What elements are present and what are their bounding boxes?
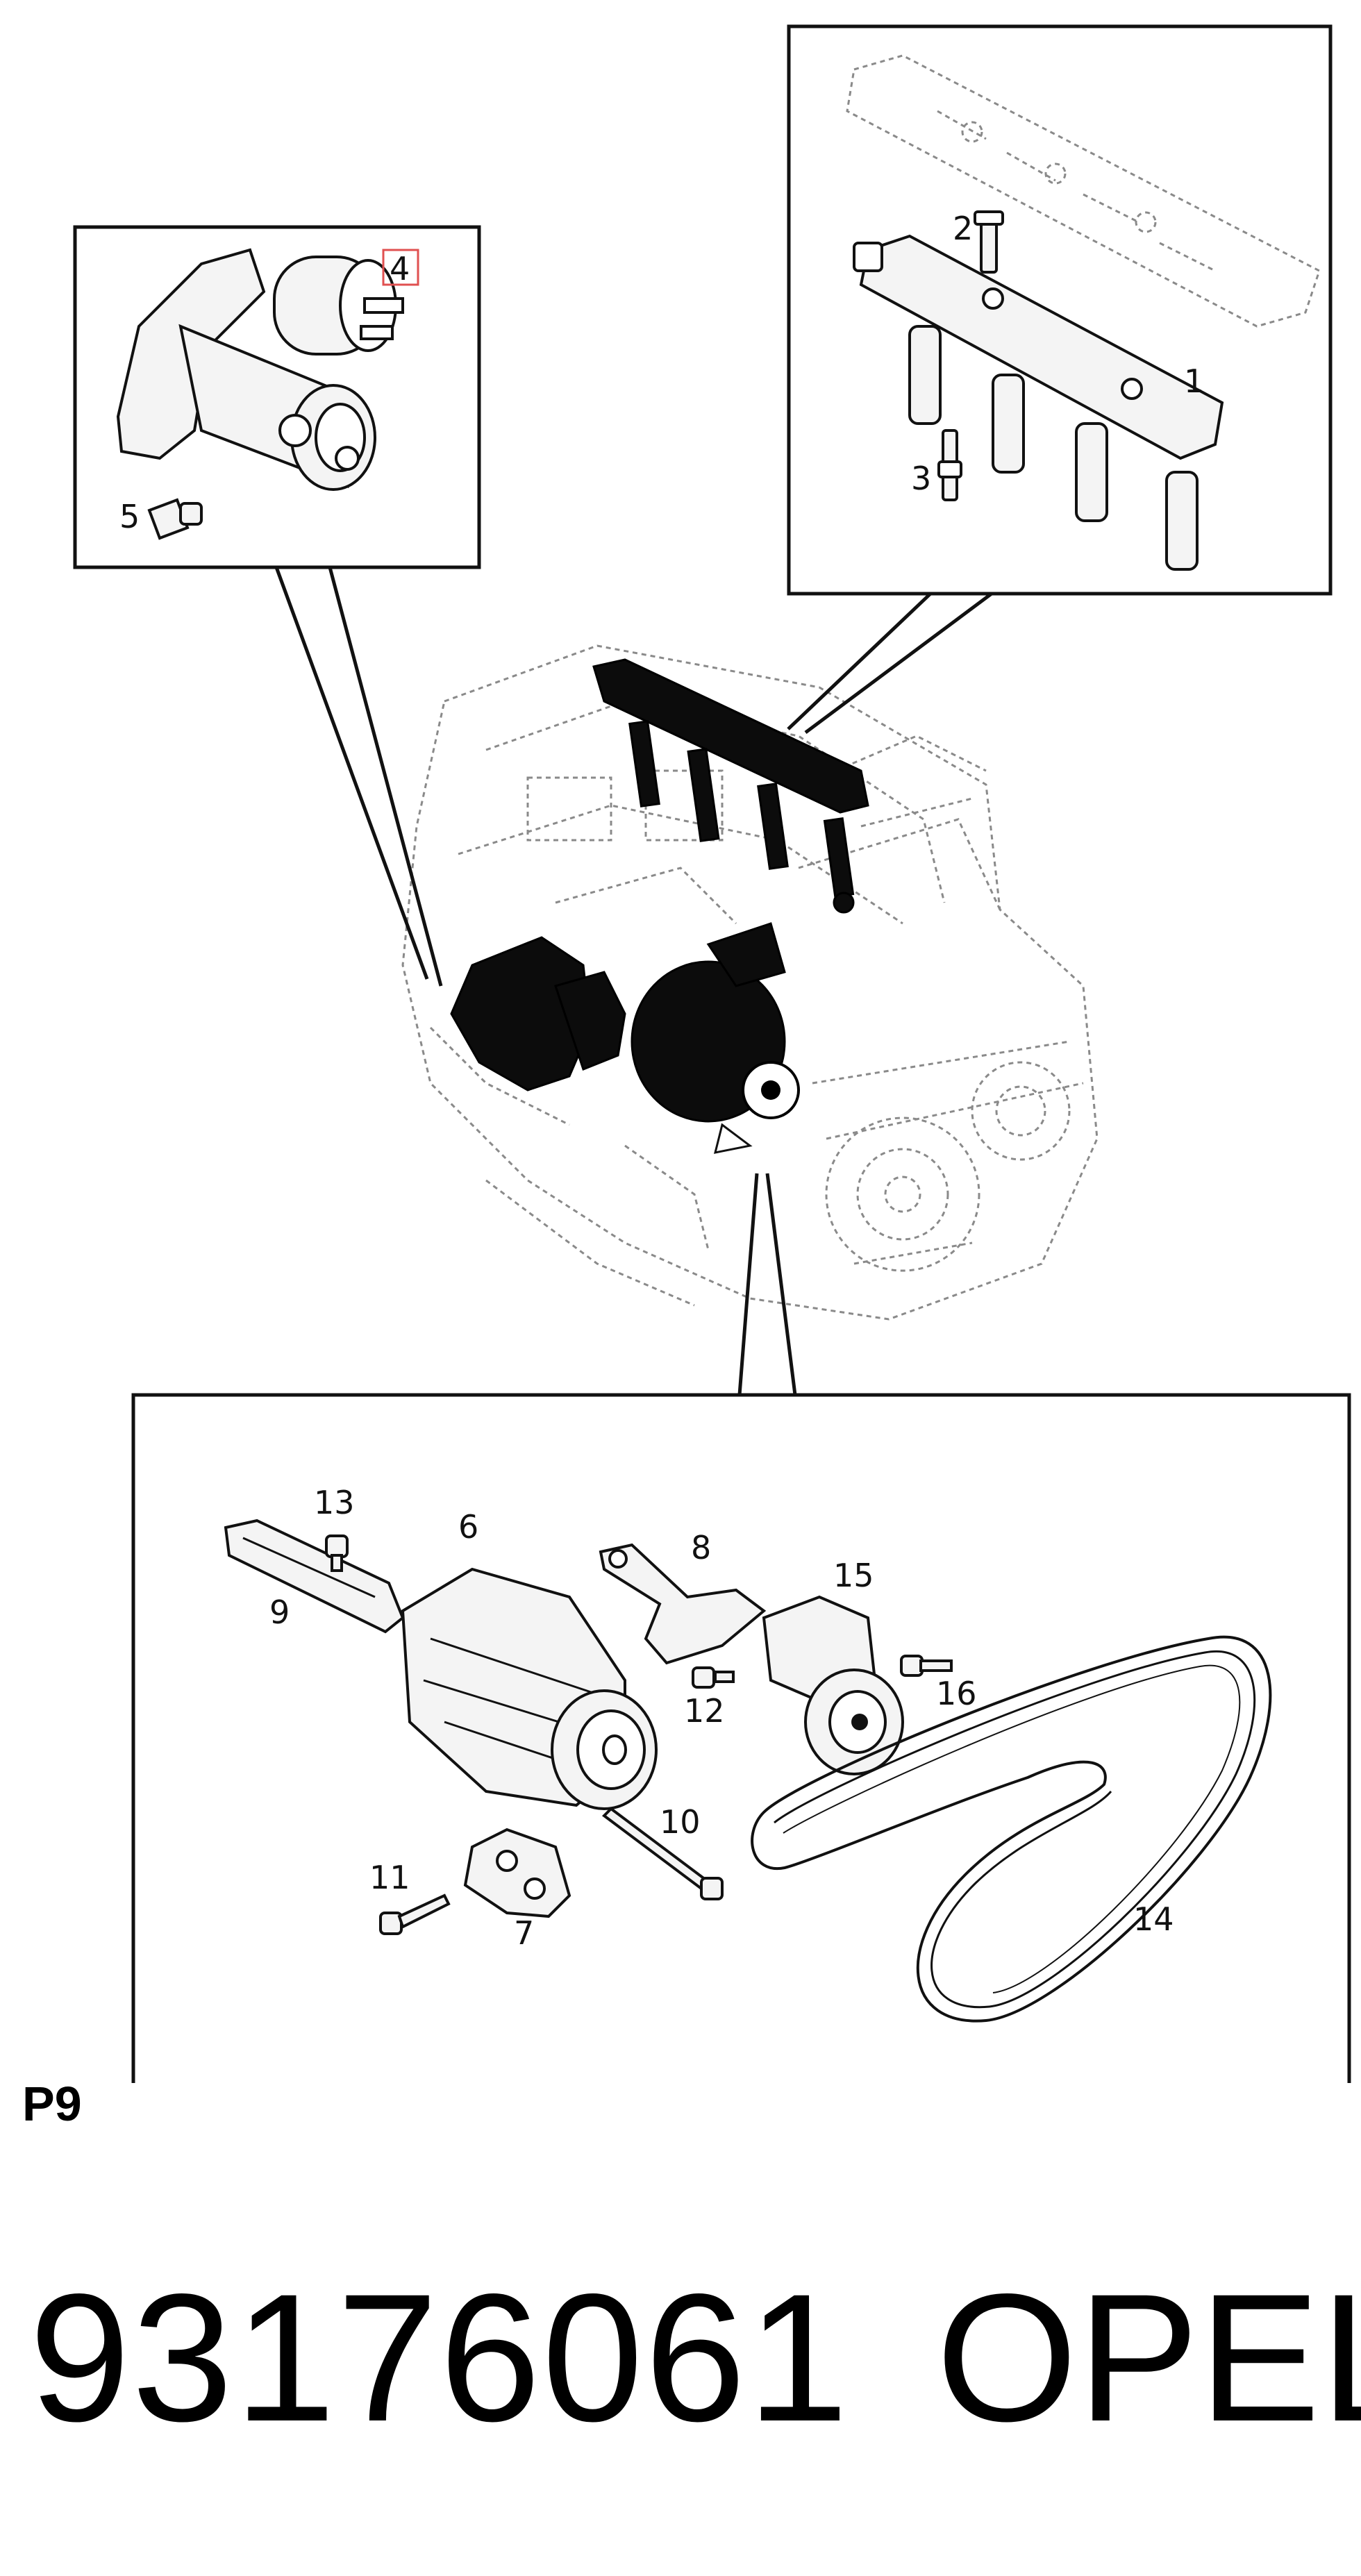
engine-block-illustration (401, 644, 1099, 1321)
exploded-parts-diagram: 4 5 1 2 3 (73, 24, 1351, 2083)
bracket-part (224, 1519, 405, 1634)
callout-4: 4 (390, 250, 410, 287)
callout-15: 15 (833, 1557, 874, 1594)
bolt-12-part (692, 1666, 735, 1689)
ignition-module-on-engine (592, 658, 869, 914)
callout-4-highlight-box (382, 249, 419, 286)
ignition-leader-lines (787, 592, 993, 735)
callout-6: 6 (458, 1508, 478, 1546)
alternator-bracket-part (599, 1543, 767, 1665)
part-number: 93176061 (29, 2256, 850, 2459)
brand-name: OPEL (936, 2256, 1361, 2459)
starter-bolt-part (147, 498, 203, 540)
belt-drive-leader-lines (737, 1173, 797, 1396)
starter-on-engine (450, 936, 626, 1092)
bolt-13-part (325, 1534, 349, 1572)
starter-motor-part (116, 248, 404, 491)
callout-13: 13 (314, 1484, 355, 1521)
callout-8: 8 (691, 1529, 711, 1566)
ignition-bolt-part (974, 210, 1004, 274)
alternator-part (401, 1567, 658, 1810)
ignition-module-part (853, 234, 1224, 571)
drive-belt-part (751, 1635, 1272, 2023)
callout-16: 16 (936, 1675, 977, 1712)
cylinder-head-cover-ghost (846, 54, 1321, 328)
bolt-16-part (900, 1655, 953, 1677)
callout-7: 7 (514, 1914, 534, 1952)
belt-tensioner-part (762, 1595, 904, 1775)
callout-5: 5 (119, 498, 140, 535)
callout-9: 9 (269, 1594, 290, 1631)
callout-3: 3 (911, 460, 931, 497)
starter-leader-lines (274, 567, 443, 987)
spark-plug-part (937, 429, 962, 501)
mount-bracket-part (463, 1828, 571, 1918)
callout-12: 12 (684, 1692, 725, 1730)
callout-10: 10 (660, 1803, 701, 1841)
bolt-11-part (379, 1893, 451, 1935)
callout-1: 1 (1184, 362, 1204, 400)
ignition-detail-frame (787, 24, 1333, 596)
callout-11: 11 (369, 1859, 410, 1896)
callout-14: 14 (1133, 1900, 1174, 1938)
alternator-on-engine (631, 922, 800, 1154)
page-label: P9 (22, 2077, 82, 2131)
bolt-10-part (601, 1807, 724, 1900)
callout-2: 2 (953, 210, 973, 247)
